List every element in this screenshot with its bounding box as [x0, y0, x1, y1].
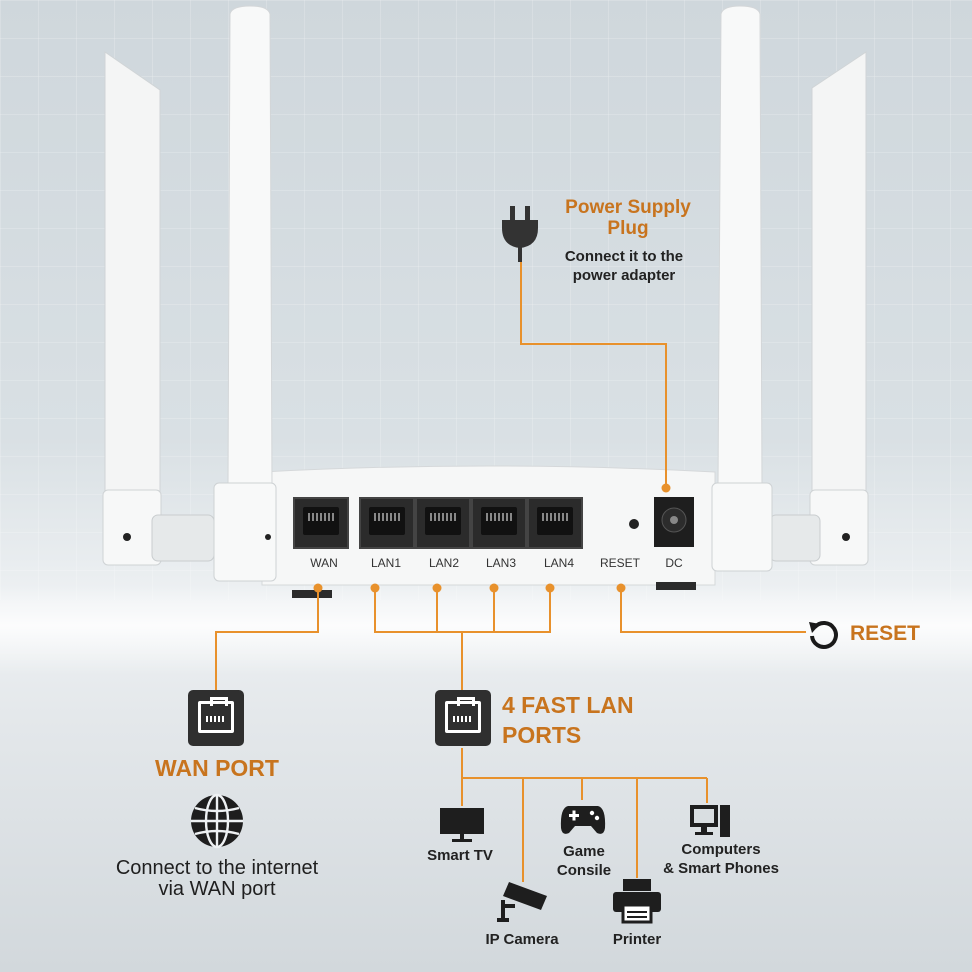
power-title-line1: Power Supply — [565, 197, 691, 218]
background-glow — [0, 585, 972, 675]
game-label-line1: Game — [563, 843, 605, 860]
ip-camera-label: IP Camera — [485, 931, 559, 948]
wan-port-title: WAN PORT — [155, 755, 279, 781]
connector-lines — [215, 262, 806, 882]
reset-arrow-icon — [809, 621, 838, 649]
reset-label: RESET — [850, 622, 921, 645]
printer-icon — [613, 879, 661, 924]
lan1-port-label: LAN1 — [370, 556, 402, 570]
wan-port-label: WAN — [310, 556, 338, 570]
lan-title-line2: PORTS — [502, 722, 582, 748]
antenna-right-outer — [809, 51, 869, 566]
gamepad-icon — [560, 806, 606, 834]
lan4-port — [527, 497, 583, 549]
power-desc-line2: power adapter — [572, 267, 676, 284]
lan-title-line1: 4 FAST LAN — [502, 692, 634, 718]
tv-icon — [440, 808, 484, 842]
antenna-right-inner — [711, 5, 773, 572]
power-title-line2: Plug — [607, 218, 649, 239]
connector-dots — [313, 483, 671, 593]
antenna-left-outer — [102, 51, 162, 566]
printer-label: Printer — [612, 931, 662, 948]
ip-camera-icon — [497, 882, 547, 922]
globe-icon — [191, 793, 243, 849]
computers-label-line1: Computers — [681, 841, 761, 858]
lan3-port — [471, 497, 527, 549]
antenna-left-inner — [213, 5, 277, 582]
computers-label-line2: & Smart Phones — [663, 860, 779, 877]
lan2-port — [415, 497, 471, 549]
smart-tv-label: Smart TV — [427, 847, 493, 864]
game-label-line2: Consile — [556, 862, 612, 879]
wan-port — [293, 497, 349, 549]
wan-ethernet-port-icon — [188, 690, 244, 746]
reset-port-label: RESET — [599, 556, 640, 570]
power-desc-line1: Connect it to the — [564, 248, 684, 265]
dc-port-label: DC — [665, 556, 683, 570]
computer-icon — [690, 805, 730, 837]
wan-desc-line1: Connect to the internet — [115, 857, 319, 879]
wan-desc-line2: via WAN port — [158, 878, 276, 900]
plug-icon — [502, 206, 538, 262]
lan3-port-label: LAN3 — [485, 556, 517, 570]
lan-ethernet-port-icon — [435, 690, 491, 746]
lan2-port-label: LAN2 — [428, 556, 460, 570]
lan4-port-label: LAN4 — [543, 556, 575, 570]
lan1-port — [359, 497, 415, 549]
